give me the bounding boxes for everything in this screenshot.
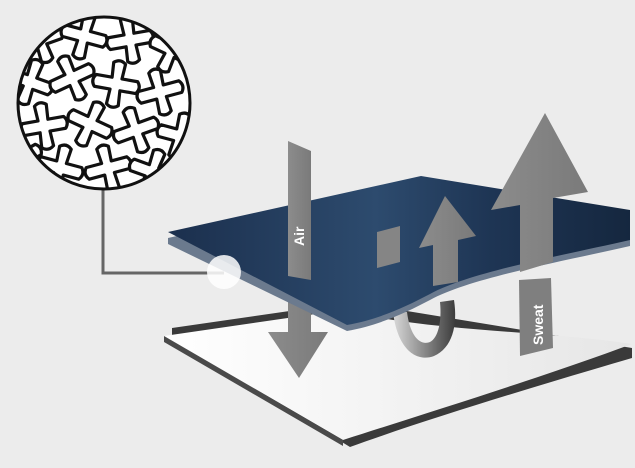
fabric-weave-magnifier-icon xyxy=(16,15,192,191)
air-arrow-upper xyxy=(288,141,311,280)
sweat-arrow-lower xyxy=(519,278,553,356)
air-label: Air xyxy=(291,226,307,246)
wicking-loop xyxy=(393,300,456,358)
sweat-arrow-upper xyxy=(491,113,588,272)
air-arrow-lower xyxy=(268,290,328,378)
small-up-arrow-icon xyxy=(419,196,476,286)
sweat-label: Sweat xyxy=(530,304,546,345)
vapor-square xyxy=(377,226,400,268)
leader-line xyxy=(101,189,241,289)
